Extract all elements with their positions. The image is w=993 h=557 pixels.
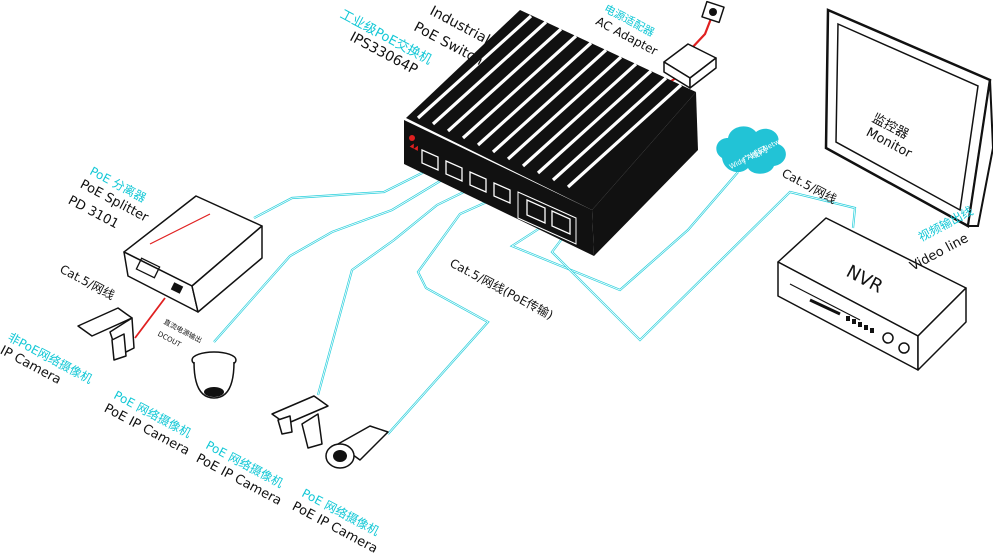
ip-camera-icon bbox=[77, 307, 135, 361]
dome-camera-icon bbox=[191, 351, 237, 399]
ac-adapter bbox=[663, 43, 717, 89]
adapter-power-cable bbox=[689, 15, 714, 51]
power-outlet-icon bbox=[701, 0, 725, 24]
wan-cloud-icon bbox=[716, 126, 786, 174]
monitor bbox=[824, 8, 993, 228]
poe-box-camera-icon bbox=[271, 395, 329, 449]
svg-text:▲▲: ▲▲ bbox=[409, 142, 421, 153]
nvr bbox=[777, 217, 967, 371]
poe-splitter bbox=[123, 195, 263, 313]
dcout-cable bbox=[134, 297, 166, 339]
bullet-camera-icon bbox=[325, 425, 389, 469]
cables bbox=[213, 167, 857, 435]
poe-switch bbox=[404, 10, 698, 256]
